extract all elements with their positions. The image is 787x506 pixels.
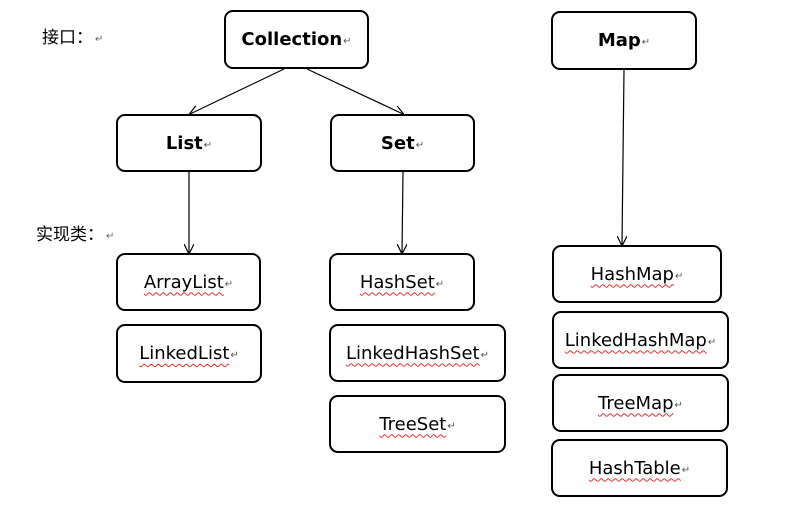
- arraylist-box: ArrayList↵: [116, 253, 261, 311]
- linkedhashset-label: LinkedHashSet: [345, 342, 480, 364]
- interfaces-label-text: 接口：: [42, 28, 93, 48]
- treemap-box: TreeMap↵: [552, 374, 729, 432]
- paragraph-mark-icon: ↵: [480, 349, 490, 361]
- paragraph-mark-icon: ↵: [674, 270, 684, 282]
- list-label: List: [165, 132, 203, 154]
- hashset-label: HashSet: [359, 271, 435, 293]
- linkedlist-box: LinkedList↵: [116, 324, 262, 383]
- paragraph-mark-icon: ↵: [343, 36, 352, 47]
- paragraph-mark-icon: ↵: [674, 399, 683, 411]
- implementations-label: 实现类：↵: [36, 225, 114, 247]
- arrow-set-to-hashset: [402, 171, 403, 253]
- hashtable-label: HashTable: [588, 457, 681, 479]
- paragraph-mark-icon: ↵: [106, 231, 115, 242]
- paragraph-mark-icon: ↵: [435, 278, 445, 290]
- list-box: List↵: [116, 114, 262, 172]
- linkedhashmap-box: LinkedHashMap↵: [552, 311, 729, 369]
- arrow-collection-to-set: [306, 68, 403, 114]
- paragraph-mark-icon: ↵: [415, 139, 425, 151]
- paragraph-mark-icon: ↵: [224, 278, 234, 290]
- arraylist-label: ArrayList: [143, 271, 224, 293]
- linkedhashset-box: LinkedHashSet↵: [329, 324, 506, 382]
- map-box: Map↵: [551, 11, 697, 70]
- map-label: Map: [597, 30, 641, 51]
- hashmap-label: HashMap: [590, 263, 674, 285]
- hashmap-box: HashMap↵: [552, 245, 722, 303]
- arrow-map-to-hashmap: [622, 69, 624, 245]
- paragraph-mark-icon: ↵: [681, 464, 691, 476]
- collection-label: Collection: [241, 29, 343, 50]
- treeset-label: TreeSet: [379, 413, 447, 435]
- linkedlist-label: LinkedList: [139, 343, 230, 364]
- linkedhashmap-label: LinkedHashMap: [564, 329, 707, 351]
- interfaces-label: 接口：↵: [42, 28, 103, 50]
- paragraph-mark-icon: ↵: [707, 336, 717, 348]
- collection-box: Collection↵: [224, 10, 369, 69]
- paragraph-mark-icon: ↵: [447, 420, 456, 432]
- hashtable-box: HashTable↵: [551, 439, 728, 497]
- treeset-box: TreeSet↵: [329, 395, 506, 453]
- paragraph-mark-icon: ↵: [641, 37, 651, 48]
- set-box: Set↵: [330, 114, 475, 172]
- paragraph-mark-icon: ↵: [95, 34, 104, 45]
- arrow-collection-to-list: [190, 68, 285, 114]
- paragraph-mark-icon: ↵: [230, 350, 239, 361]
- implementations-label-text: 实现类：: [36, 225, 104, 245]
- paragraph-mark-icon: ↵: [203, 139, 213, 151]
- hashset-box: HashSet↵: [329, 253, 475, 311]
- treemap-label: TreeMap: [598, 392, 674, 414]
- set-label: Set: [380, 132, 415, 154]
